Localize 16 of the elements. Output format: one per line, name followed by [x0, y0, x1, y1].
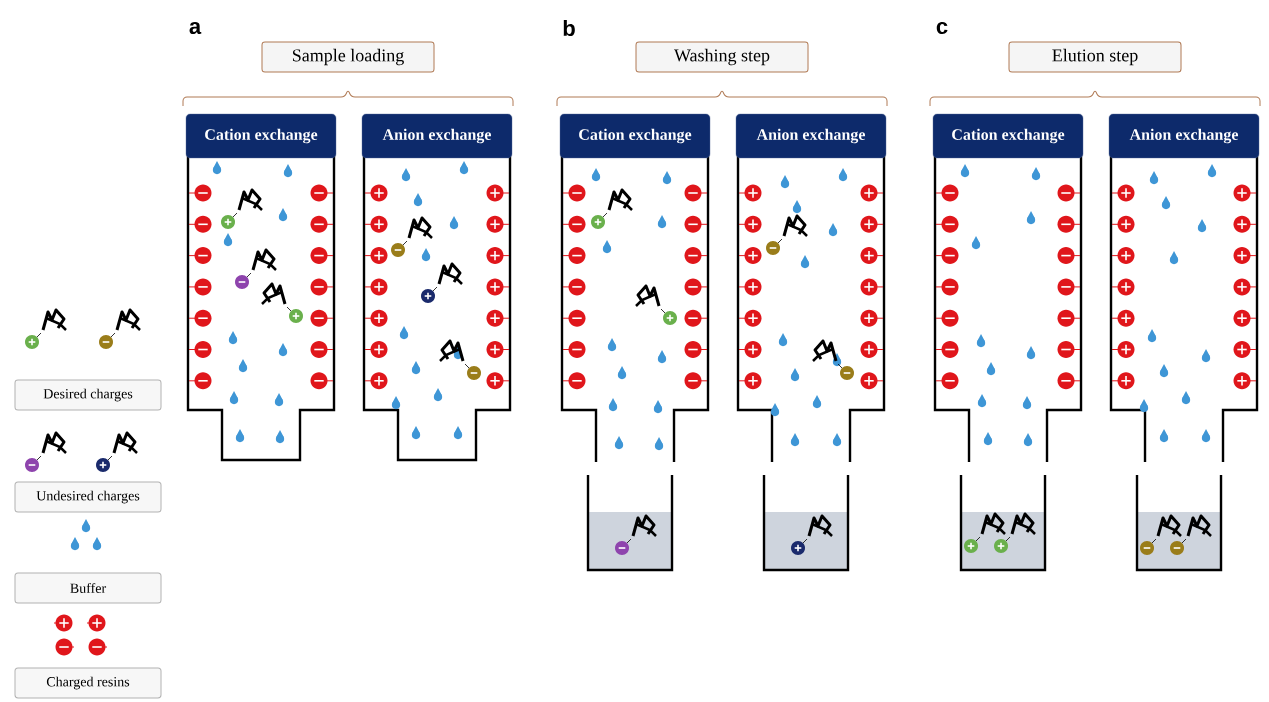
step-box: Washing step — [635, 41, 809, 73]
column: Anion exchange — [735, 113, 887, 462]
legend-box: Buffer — [14, 572, 162, 604]
column: Cation exchange — [559, 113, 711, 462]
step-box: Sample loading — [261, 41, 435, 73]
legend-box: Desired charges — [14, 379, 162, 411]
column: Anion exchange — [1108, 113, 1260, 462]
legend-box: Undesired charges — [14, 481, 162, 513]
column: Cation exchange — [185, 113, 337, 462]
panel-letter: c — [936, 21, 948, 35]
step-box: Elution step — [1008, 41, 1182, 73]
column: Anion exchange — [361, 113, 513, 462]
panel-letter: a — [189, 21, 202, 35]
legend-box: Charged resins — [14, 667, 162, 699]
column: Cation exchange — [932, 113, 1084, 462]
panel-letter: b — [563, 19, 575, 37]
